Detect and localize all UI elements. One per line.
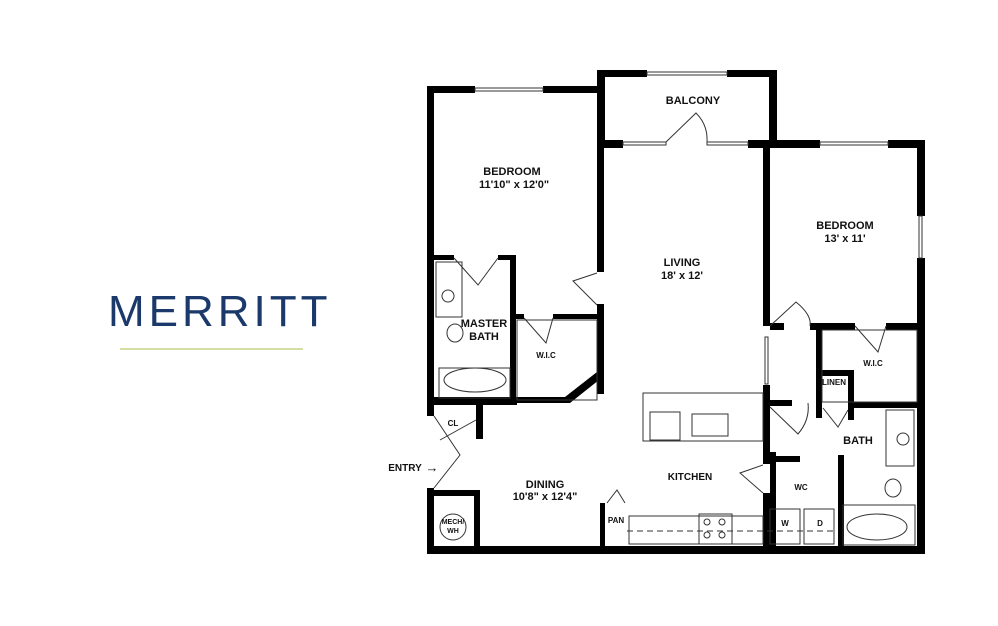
sink-icon-2	[896, 432, 910, 446]
entry-arrow-icon: →	[426, 460, 439, 475]
washer	[769, 508, 801, 545]
bedroom1-name: BEDROOM	[483, 166, 540, 178]
stove-icon	[698, 513, 733, 545]
bath-label: BATH	[843, 435, 873, 447]
master-bathtub-icon	[443, 367, 507, 393]
pantry-label: PAN	[608, 516, 625, 525]
windows	[474, 71, 923, 385]
bathtub-icon	[846, 513, 908, 541]
living-name: LIVING	[664, 257, 701, 269]
linen-label: LINEN	[822, 378, 846, 387]
dining-size: 10'8" x 12'4"	[513, 491, 578, 503]
wic1-label: W.I.C	[536, 351, 556, 360]
dryer	[803, 508, 835, 545]
wic2-label: W.I.C	[863, 359, 883, 368]
bedroom1-size: 11'10" x 12'0"	[479, 179, 549, 191]
brand-logo: MERRITT	[108, 287, 332, 336]
entry-label: ENTRY	[388, 463, 422, 474]
kitchen-sink-icon	[691, 413, 729, 437]
wc-label: WC	[794, 483, 808, 492]
walls	[427, 70, 925, 554]
washer-label: W	[781, 519, 789, 528]
toilet-icon-2	[884, 478, 902, 498]
master-bath-label-1: MASTER	[461, 318, 508, 330]
mech-label-2: WH	[447, 528, 459, 535]
kitchen-island	[642, 392, 764, 442]
water-heater	[439, 513, 467, 541]
toilet-icon	[446, 323, 464, 343]
balcony-label: BALCONY	[666, 95, 721, 107]
living-size: 18' x 12'	[661, 270, 703, 282]
room-labels: BEDROOM 11'10" x 12'0" BALCONY LIVING 18…	[388, 95, 883, 535]
closet-label: CL	[448, 419, 459, 428]
bedroom2-size: 13' x 11'	[824, 233, 866, 245]
dining-name: DINING	[526, 479, 565, 491]
bedroom2-name: BEDROOM	[816, 220, 873, 232]
sink-icon	[441, 289, 455, 303]
logo-underline	[120, 348, 303, 350]
fixtures	[435, 261, 918, 546]
dryer-label: D	[817, 519, 823, 528]
kitchen-label: KITCHEN	[668, 472, 712, 483]
dishwasher	[649, 411, 681, 441]
kitchen-counter	[628, 515, 764, 545]
mech-label-1: MECH/	[442, 519, 465, 526]
master-bath-label-2: BATH	[469, 331, 499, 343]
